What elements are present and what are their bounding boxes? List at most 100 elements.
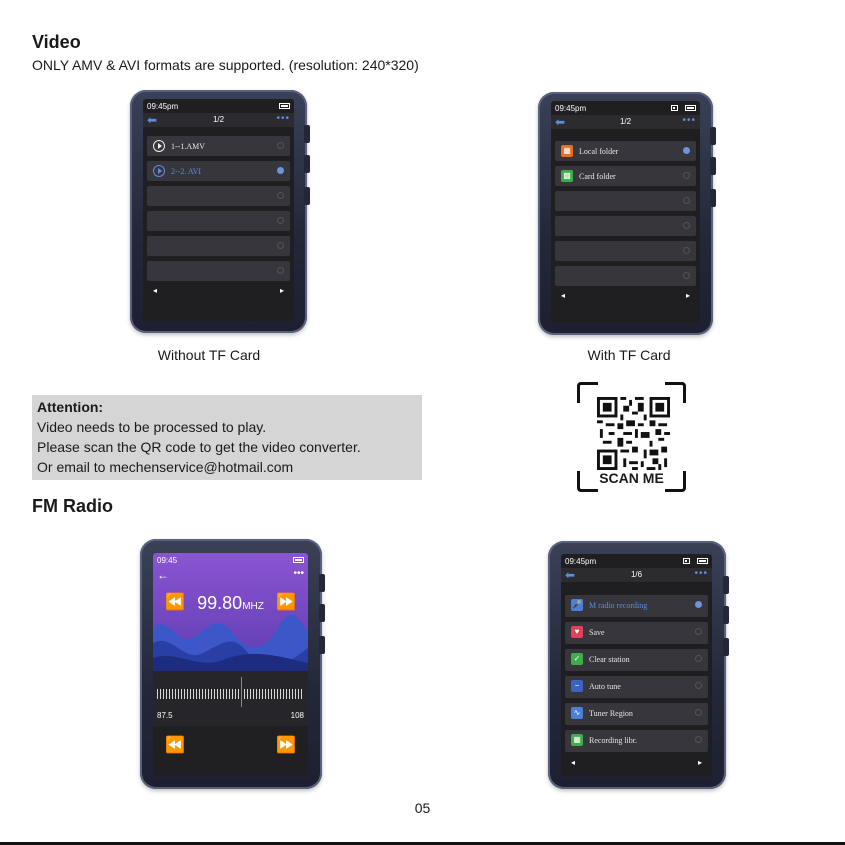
qr-corner (665, 471, 686, 492)
tuning-scale[interactable]: 87.5 108 (153, 671, 308, 726)
side-button[interactable] (304, 125, 310, 143)
side-button[interactable] (723, 606, 729, 624)
side-button[interactable] (723, 638, 729, 656)
attention-line: Please scan the QR code to get the video… (37, 439, 361, 455)
radio-icon (695, 655, 702, 662)
radio-icon (683, 197, 690, 204)
wave-icon: ∿ (571, 707, 583, 719)
back-arrow-icon[interactable]: ← (157, 568, 169, 582)
menu-item-save[interactable]: ♥ Save (565, 622, 708, 644)
device-screen: 09:45pm ⬅ 1/6 ••• 🎤 M radio recording ♥ … (561, 554, 712, 776)
radio-icon (695, 736, 702, 743)
tuning-needle[interactable] (241, 677, 242, 707)
seek-backward-icon[interactable]: ⏪ (165, 594, 185, 611)
play-icon (153, 140, 165, 152)
file-list-item[interactable]: 2--2. AVI (147, 161, 290, 181)
list-navigation: ◂ ▸ (565, 758, 708, 770)
battery-icon (293, 557, 304, 563)
menu-item-label: Clear station (589, 655, 630, 664)
more-options-icon[interactable]: ••• (293, 568, 304, 579)
menu-item-radio-recording[interactable]: 🎤 M radio recording (565, 595, 708, 617)
side-button[interactable] (710, 127, 716, 145)
list-navigation: ◂ ▸ (555, 291, 696, 303)
folder-icon: ▦ (571, 734, 583, 746)
back-arrow-icon[interactable]: ⬅ (147, 113, 158, 127)
radio-selected-icon (695, 601, 702, 608)
radio-icon (683, 222, 690, 229)
status-time: 09:45pm (565, 557, 597, 566)
next-page-icon[interactable]: ▸ (685, 291, 690, 300)
empty-list-item (147, 186, 290, 206)
page-indicator: 1/6 (630, 570, 643, 579)
previous-station-icon[interactable]: ⏪ (165, 737, 185, 754)
device-without-tf-card: 09:45pm ⬅ 1/2 ••• 1--1.AMV 2--2. AVI ◂ ▸ (130, 90, 310, 333)
folder-name: Local folder (579, 147, 619, 156)
status-time: 09:45 (157, 556, 178, 565)
status-time: 09:45pm (555, 104, 587, 113)
radio-icon (277, 217, 284, 224)
radio-icon (683, 247, 690, 254)
file-name: 1--1.AMV (171, 142, 205, 151)
radio-icon (277, 192, 284, 199)
radio-icon (683, 272, 690, 279)
back-arrow-icon[interactable]: ⬅ (565, 568, 576, 582)
radio-selected-icon (683, 147, 690, 154)
more-options-icon[interactable]: ••• (694, 568, 708, 579)
frequency-value: 99.80 (197, 593, 243, 613)
menu-item-clear-station[interactable]: ✓ Clear station (565, 649, 708, 671)
play-icon (153, 165, 165, 177)
attention-line: Or email to mechenservice@hotmail.com (37, 459, 294, 475)
side-button[interactable] (304, 155, 310, 173)
device-fm-menu: 09:45pm ⬅ 1/6 ••• 🎤 M radio recording ♥ … (548, 541, 729, 789)
bottom-rule (0, 842, 845, 845)
more-options-icon[interactable]: ••• (276, 113, 290, 124)
qr-code[interactable]: SCAN ME (577, 382, 686, 492)
next-page-icon[interactable]: ▸ (279, 286, 284, 295)
qr-corner (577, 382, 598, 403)
device-fm-player: 09:45 ← ••• ⏪ 99.80MHZ ⏩ 87.5 108 ⏪ ⏩ (140, 539, 325, 789)
caption-with-tf-card: With TF Card (587, 347, 671, 363)
device-screen: 09:45 ← ••• ⏪ 99.80MHZ ⏩ 87.5 108 ⏪ ⏩ (153, 553, 308, 775)
side-button[interactable] (319, 574, 325, 592)
prev-page-icon[interactable]: ◂ (561, 291, 566, 300)
frequency-readout: 99.80MHZ (153, 593, 308, 614)
radio-icon (277, 142, 284, 149)
fm-radio-heading: FM Radio (32, 496, 113, 516)
side-button[interactable] (304, 187, 310, 205)
screen-header: ⬅ 1/6 ••• (561, 568, 712, 582)
file-list-item[interactable]: 1--1.AMV (147, 136, 290, 156)
folder-list-item[interactable]: ▦ Local folder (555, 141, 696, 161)
next-page-icon[interactable]: ▸ (697, 758, 702, 767)
screen-header: ⬅ 1/2 ••• (551, 115, 700, 129)
radio-icon (277, 242, 284, 249)
scale-min-label: 87.5 (157, 711, 173, 720)
next-station-icon[interactable]: ⏩ (276, 737, 296, 754)
battery-icon (279, 103, 290, 109)
back-arrow-icon[interactable]: ⬅ (555, 115, 566, 129)
page-number: 05 (414, 800, 431, 816)
caption-without-tf-card: Without TF Card (157, 347, 261, 363)
list-navigation: ◂ ▸ (147, 286, 290, 298)
prev-page-icon[interactable]: ◂ (571, 758, 576, 767)
side-button[interactable] (319, 604, 325, 622)
battery-icon (685, 105, 696, 111)
sd-card-status-icon (671, 105, 678, 111)
side-button[interactable] (319, 636, 325, 654)
menu-item-tuner-region[interactable]: ∿ Tuner Region (565, 703, 708, 725)
more-options-icon[interactable]: ••• (682, 115, 696, 126)
empty-list-item (147, 236, 290, 256)
side-button[interactable] (723, 576, 729, 594)
folder-list-item[interactable]: ▩ Card folder (555, 166, 696, 186)
qr-pattern-icon (597, 397, 670, 470)
prev-page-icon[interactable]: ◂ (153, 286, 158, 295)
menu-item-recording-library[interactable]: ▦ Recording libr. (565, 730, 708, 752)
tune-icon: − (571, 680, 583, 692)
device-screen: 09:45pm ⬅ 1/2 ••• 1--1.AMV 2--2. AVI ◂ ▸ (143, 99, 294, 321)
empty-list-item (147, 261, 290, 281)
qr-corner (577, 471, 598, 492)
side-button[interactable] (710, 189, 716, 207)
side-button[interactable] (710, 157, 716, 175)
seek-forward-icon[interactable]: ⏩ (276, 594, 296, 611)
menu-item-auto-tune[interactable]: − Auto tune (565, 676, 708, 698)
status-bar: 09:45pm (143, 99, 294, 113)
